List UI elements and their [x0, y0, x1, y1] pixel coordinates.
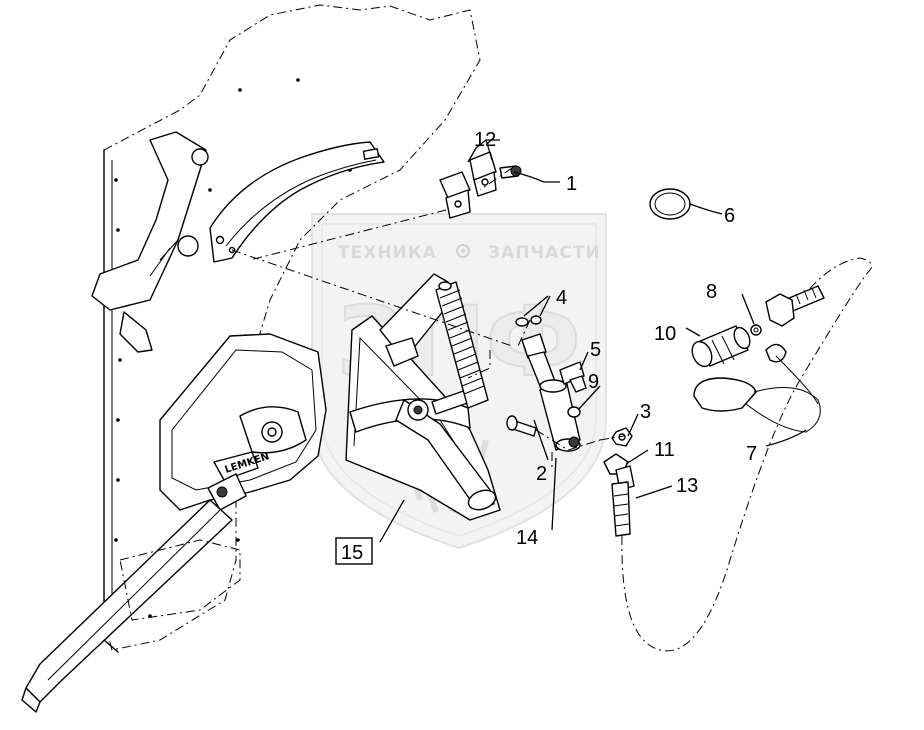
callout-9: 9: [588, 371, 599, 393]
callout-3: 3: [640, 401, 651, 423]
callout-10: 10: [654, 323, 676, 345]
brand-plate: [213, 451, 259, 481]
callout-1: 1: [566, 173, 577, 195]
callout-4: 4: [556, 287, 567, 309]
screw-part-1: [499, 165, 522, 179]
leader-lines: [379, 139, 807, 543]
callout-7: 7: [746, 443, 757, 465]
coupling-part-10: [691, 325, 751, 368]
hose-fitting-part-13: [611, 481, 631, 537]
clip-part-12: [439, 151, 497, 219]
callout-13: 13: [676, 475, 698, 497]
callout-5: 5: [590, 339, 601, 361]
watermark-gear-hub: [461, 249, 465, 253]
watermark-text-left: ТЕХНИКА: [338, 243, 437, 263]
callout-8: 8: [706, 281, 717, 303]
watermark-text-right: ЗАПЧАСТИ: [488, 243, 601, 263]
tension-spring: [435, 281, 489, 409]
gearbox-assembly: LEMKEN: [21, 333, 327, 713]
washer-part-8: [750, 324, 762, 336]
callout-12: 12: [474, 129, 496, 151]
callout-14: 14: [516, 527, 538, 549]
cylinder-assembly: [506, 333, 587, 452]
watermark-gear-icon: [456, 244, 470, 258]
callout-15-box: [335, 537, 373, 565]
bracket-assembly: [345, 273, 501, 521]
callout-labels: 1 2 3 4 5 6 7 8 9 10 11 12 13 14 15: [335, 129, 757, 565]
washer-part-4: [515, 315, 542, 327]
callout-15: 15: [341, 542, 363, 564]
assembly-lines: [231, 167, 625, 470]
callout-2: 2: [536, 463, 547, 485]
dust-cap-part-7: [693, 343, 821, 433]
machine-frame: [91, 4, 481, 653]
callout-6: 6: [724, 205, 735, 227]
o-ring-part-6: [649, 188, 691, 220]
bolt-part-upper-right: [765, 285, 825, 327]
hose-line: [621, 257, 873, 652]
nut-part-3: [611, 427, 633, 447]
callout-11: 11: [654, 439, 675, 461]
